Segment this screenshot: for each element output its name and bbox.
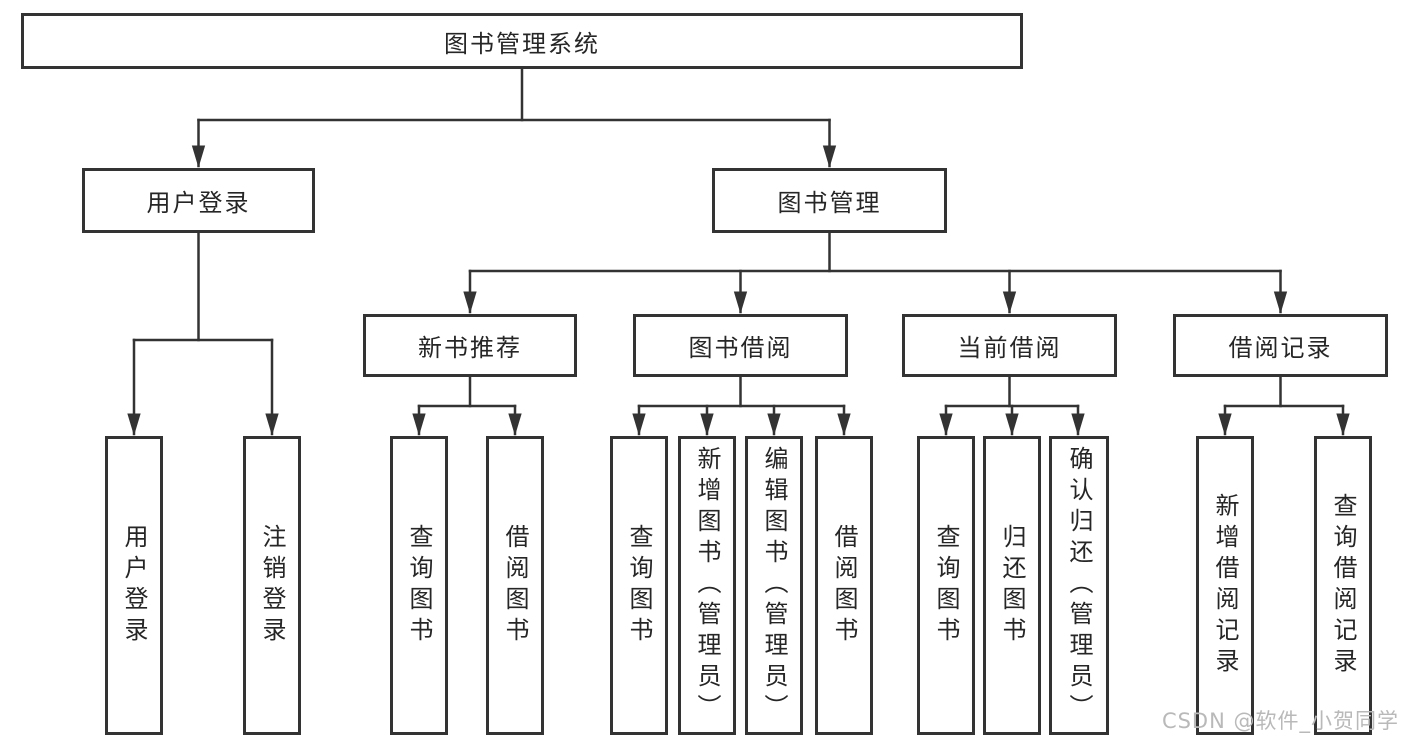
node-label: 新增借阅记录 — [1211, 492, 1239, 679]
node-label: 查询图书 — [932, 523, 960, 648]
node-book-borrowing: 图书借阅 — [633, 314, 848, 377]
leaf-confirm-return-admin: 确认归还（管理员） — [1049, 436, 1109, 735]
node-label: 归还图书 — [998, 523, 1026, 648]
node-label: 注销登录 — [258, 523, 286, 648]
leaf-query-books-current: 查询图书 — [917, 436, 975, 735]
node-label: 新书推荐 — [418, 334, 522, 362]
node-label: 图书管理 — [777, 189, 882, 217]
leaf-query-books-newrec: 查询图书 — [390, 436, 448, 735]
leaf-query-books-borrowing: 查询图书 — [610, 436, 668, 735]
leaf-add-borrow-record: 新增借阅记录 — [1196, 436, 1254, 735]
node-label: 图书管理系统 — [444, 29, 600, 58]
leaf-query-borrow-record: 查询借阅记录 — [1314, 436, 1372, 735]
node-label: 用户登录 — [120, 523, 148, 648]
node-label: 当前借阅 — [957, 334, 1062, 362]
csdn-watermark: CSDN @软件_小贺同学 — [1161, 709, 1399, 733]
node-label: 借阅记录 — [1228, 334, 1333, 362]
leaf-borrow-books-newrec: 借阅图书 — [486, 436, 544, 735]
node-label: 借阅图书 — [501, 523, 529, 648]
node-label: 确认归还（管理员） — [1065, 446, 1093, 725]
node-borrowing-records: 借阅记录 — [1173, 314, 1388, 377]
node-current-borrowing: 当前借阅 — [902, 314, 1117, 377]
node-book-management-branch: 图书管理 — [712, 168, 947, 233]
leaf-edit-books-admin: 编辑图书（管理员） — [745, 436, 803, 735]
node-library-management-system: 图书管理系统 — [21, 13, 1023, 69]
node-user-login-branch: 用户登录 — [82, 168, 315, 233]
leaf-logout: 注销登录 — [243, 436, 301, 735]
node-label: 用户登录 — [146, 189, 251, 217]
node-label: 查询图书 — [405, 523, 433, 648]
node-label: 查询图书 — [625, 523, 653, 648]
node-new-book-recommendation: 新书推荐 — [363, 314, 577, 377]
node-label: 图书借阅 — [688, 334, 793, 362]
node-label: 编辑图书（管理员） — [760, 446, 788, 725]
node-label: 借阅图书 — [830, 523, 858, 648]
node-label: 新增图书（管理员） — [693, 446, 721, 725]
leaf-return-books: 归还图书 — [983, 436, 1041, 735]
leaf-user-login: 用户登录 — [105, 436, 163, 735]
node-label: 查询借阅记录 — [1329, 492, 1357, 679]
leaf-add-books-admin: 新增图书（管理员） — [678, 436, 736, 735]
leaf-borrow-books-borrowing: 借阅图书 — [815, 436, 873, 735]
